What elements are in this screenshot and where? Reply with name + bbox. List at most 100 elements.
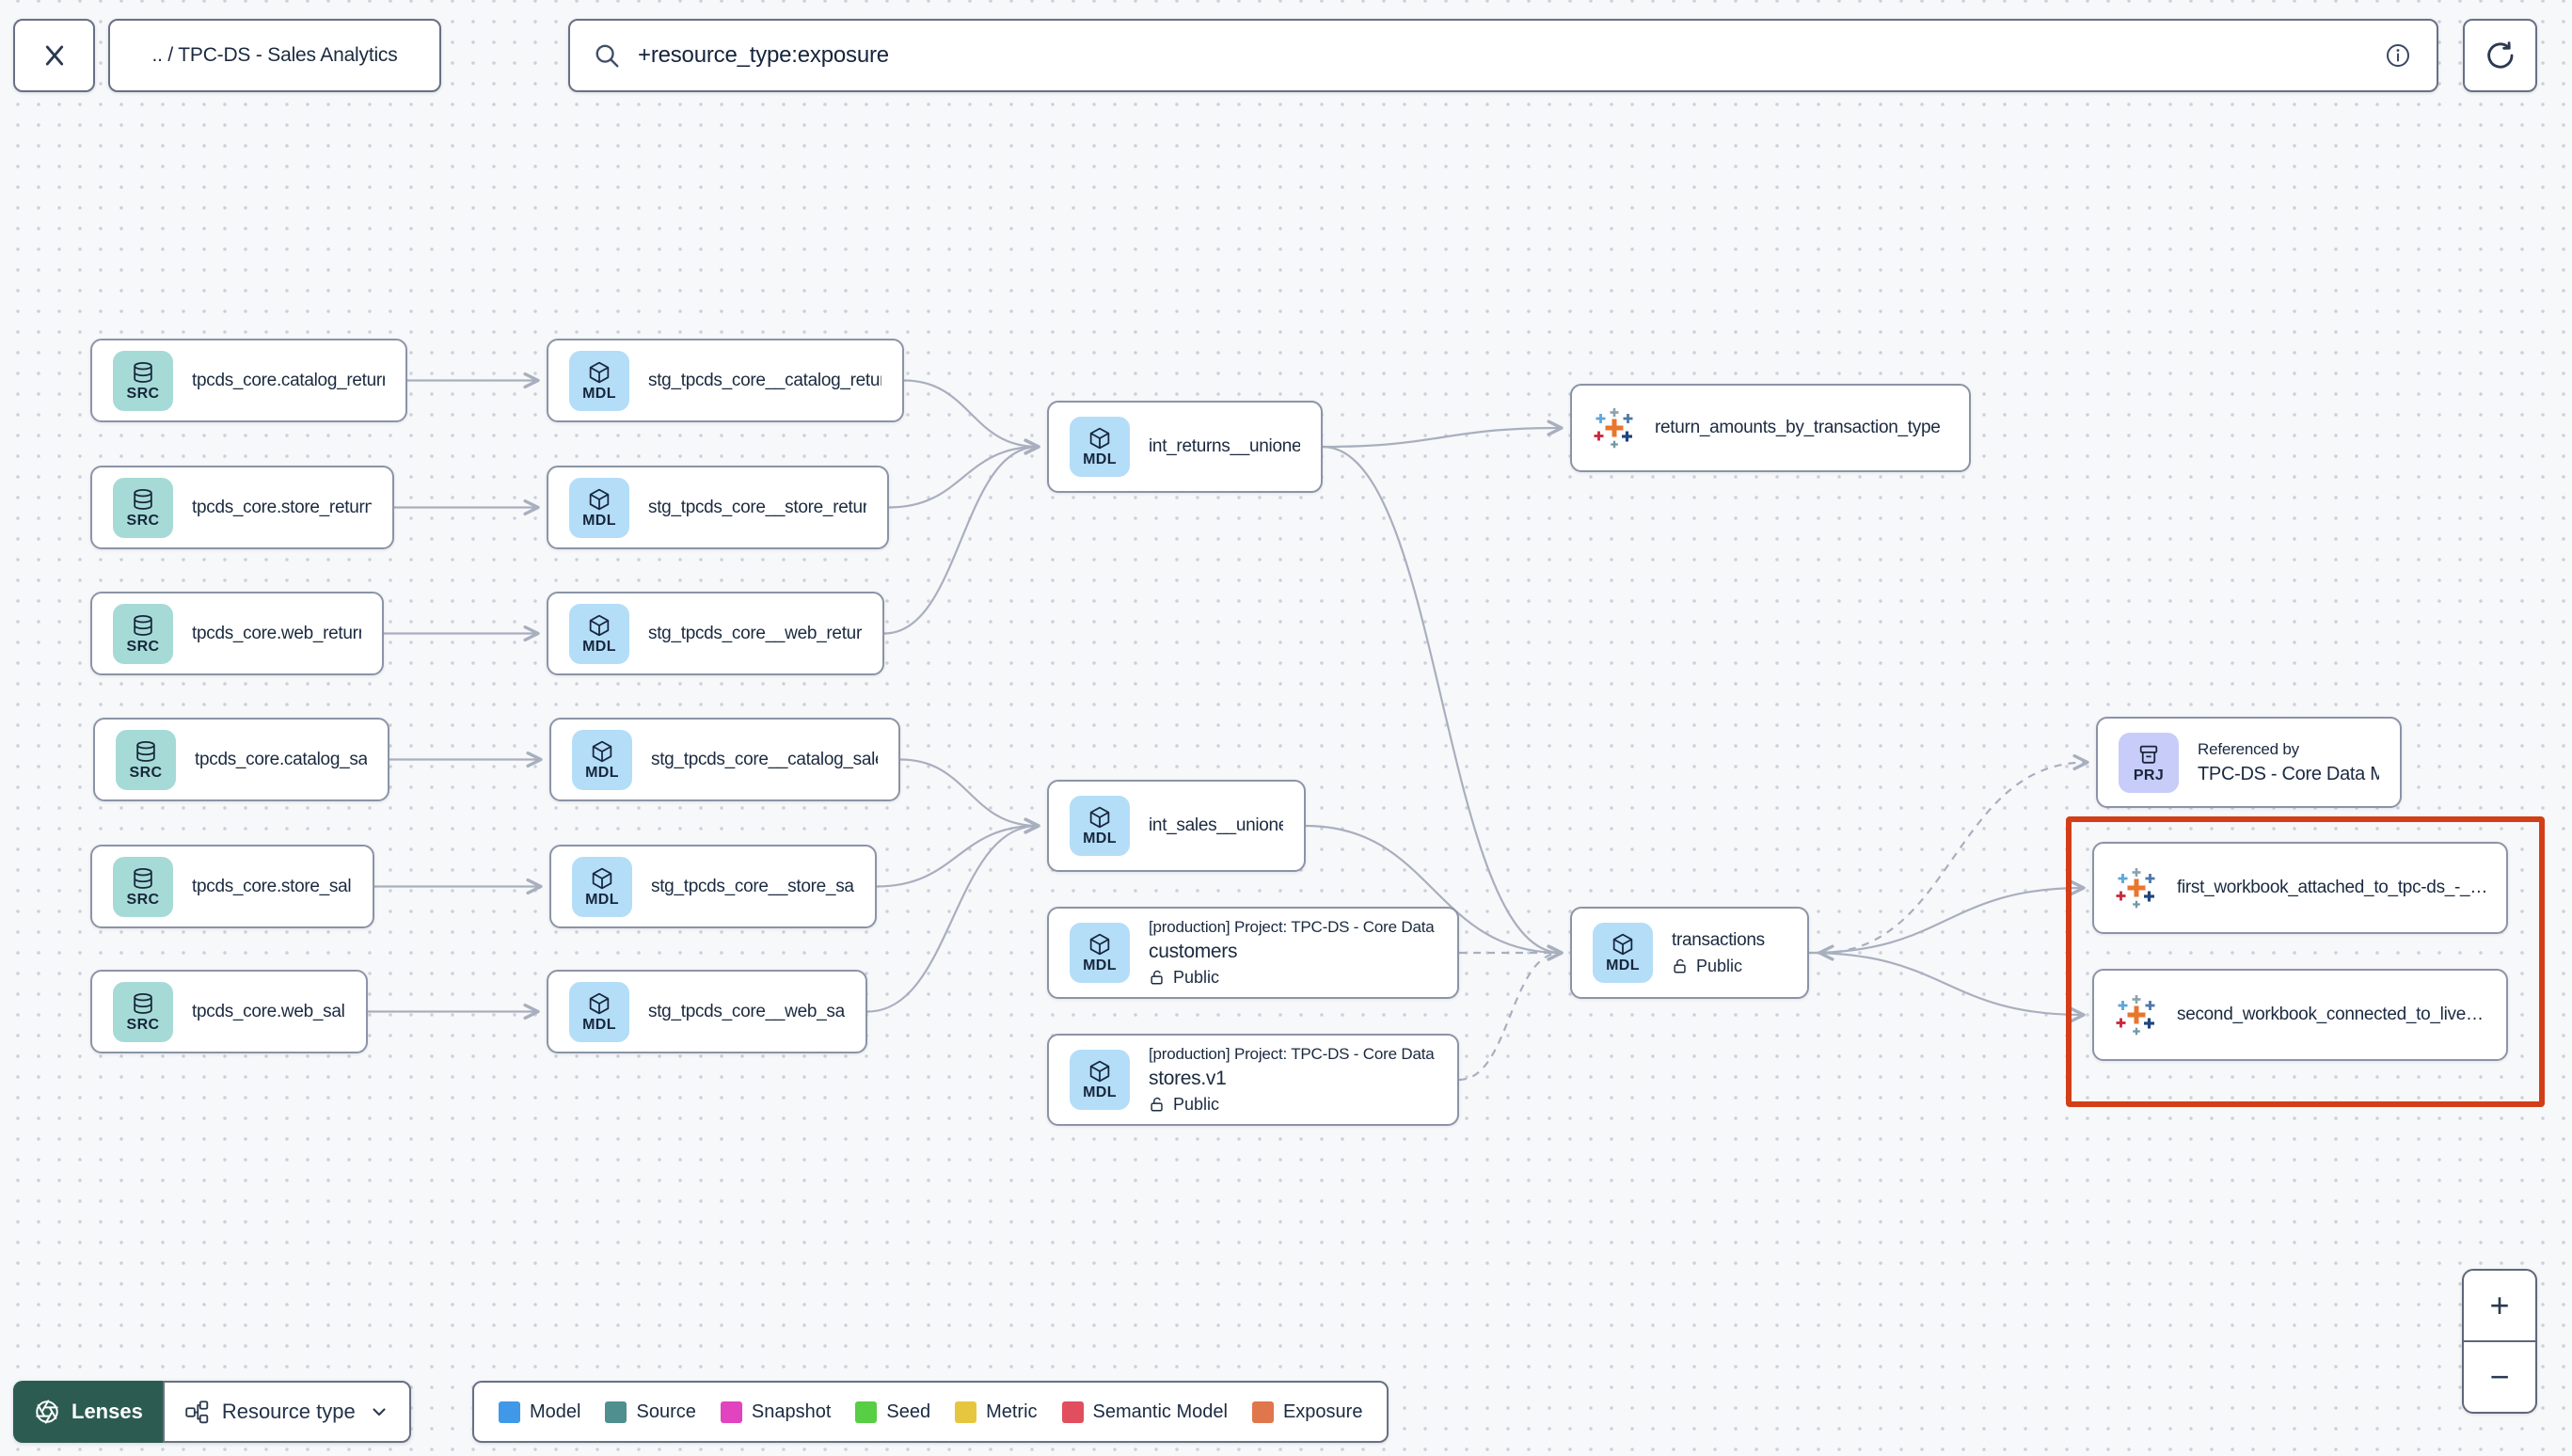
edge-stg_store_returns-int_returns — [888, 438, 1040, 509]
lenses-button[interactable]: Lenses — [13, 1381, 164, 1443]
edge-transactions-exp_first — [1808, 879, 2086, 955]
legend-item-snapshot: Snapshot — [720, 1401, 832, 1423]
edge-stg_catalog_returns-int_returns — [903, 379, 1040, 455]
legend-swatch — [720, 1401, 742, 1423]
chevron-down-icon — [368, 1401, 390, 1423]
zoom-out-button[interactable]: − — [2489, 1357, 2510, 1396]
node-label: int_sales__unioned — [1149, 815, 1283, 835]
node-text: int_sales__unioned — [1149, 813, 1283, 839]
node-label: second_workbook_connected_to_live… — [2177, 1005, 2484, 1024]
tableau-icon — [1593, 406, 1636, 450]
node-label: stg_tpcds_core__store_sales — [651, 876, 854, 896]
source-badge: SRC — [116, 729, 176, 790]
legend-item-seed: Seed — [855, 1401, 930, 1423]
edge-int_returns-transactions — [1322, 445, 1564, 961]
model-badge: MDL — [569, 603, 629, 664]
legend-label: Semantic Model — [1092, 1401, 1228, 1422]
node-text: tpcds_core.web_returns — [192, 621, 361, 647]
zoom-control: + − — [2462, 1269, 2537, 1414]
info-icon[interactable] — [2384, 41, 2412, 70]
node-label: int_returns__unioned — [1149, 436, 1300, 456]
aperture-icon — [34, 1399, 60, 1425]
badge-letters: SRC — [126, 1016, 160, 1033]
node-label: first_workbook_attached_to_tpc-ds_-_… — [2177, 878, 2485, 897]
node-stg_store_returns[interactable]: MDL stg_tpcds_core__store_returns — [547, 466, 889, 549]
legend-swatch — [1251, 1401, 1274, 1423]
node-label: stg_tpcds_core__catalog_returns — [648, 370, 881, 390]
hierarchy-icon — [183, 1399, 210, 1425]
badge-letters: PRJ — [2133, 767, 2165, 783]
model-badge: MDL — [572, 856, 632, 917]
search-bar[interactable] — [568, 19, 2438, 92]
resource-type-selector[interactable]: Resource type — [162, 1381, 411, 1443]
node-exp_first[interactable]: first_workbook_attached_to_tpc-ds_-_… — [2092, 842, 2508, 934]
visibility-label: Public — [1696, 957, 1743, 975]
node-stores[interactable]: MDL[production] Project: TPC-DS - Core D… — [1047, 1034, 1459, 1126]
project-badge: PRJ — [2119, 732, 2179, 793]
legend-label: Seed — [886, 1401, 931, 1422]
edge-transactions-exp_second — [1808, 951, 2086, 1023]
refresh-button[interactable] — [2463, 19, 2537, 92]
node-int_returns[interactable]: MDL int_returns__unioned — [1047, 401, 1323, 493]
node-label: TPC-DS - Core Data Models — [2198, 763, 2379, 784]
model-badge: MDL — [569, 477, 629, 538]
breadcrumb[interactable]: .. / TPC-DS - Sales Analytics — [108, 19, 441, 92]
node-label: stg_tpcds_core__store_returns — [648, 497, 866, 517]
edge-stores-transactions — [1458, 944, 1564, 1082]
legend-swatch — [855, 1401, 878, 1423]
search-input[interactable] — [636, 41, 2371, 70]
badge-letters: MDL — [582, 638, 616, 655]
node-label: transactions — [1672, 930, 1765, 950]
badge-letters: MDL — [582, 512, 616, 529]
node-src_web_returns[interactable]: SRC tpcds_core.web_returns — [90, 592, 384, 675]
unlock-icon — [1672, 957, 1689, 974]
legend-swatch — [605, 1401, 627, 1423]
source-badge: SRC — [113, 856, 173, 917]
close-button[interactable] — [13, 19, 95, 92]
node-text: tpcds_core.catalog_returns — [192, 368, 385, 394]
node-stg_store_sales[interactable]: MDL stg_tpcds_core__store_sales — [549, 845, 877, 928]
model-badge: MDL — [1070, 417, 1130, 477]
node-text: stg_tpcds_core__web_sales — [648, 999, 845, 1025]
node-text: stg_tpcds_core__store_sales — [651, 874, 854, 900]
node-label: stores.v1 — [1149, 1068, 1227, 1089]
node-exp_second[interactable]: second_workbook_connected_to_live… — [2092, 969, 2508, 1061]
node-stg_web_sales[interactable]: MDL stg_tpcds_core__web_sales — [547, 970, 867, 1053]
edge-int_sales-transactions — [1305, 824, 1564, 961]
unlock-icon — [1149, 969, 1166, 986]
node-text: tpcds_core.store_sales — [192, 874, 352, 900]
node-exp_return_amounts[interactable]: return_amounts_by_transaction_type — [1570, 384, 1971, 472]
badge-letters: MDL — [1083, 1084, 1117, 1100]
legend-label: Source — [636, 1401, 696, 1422]
node-src_store_sales[interactable]: SRC tpcds_core.store_sales — [90, 845, 374, 928]
node-text: stg_tpcds_core__store_returns — [648, 495, 866, 521]
badge-letters: MDL — [582, 1016, 616, 1033]
legend-label: Snapshot — [751, 1401, 832, 1422]
close-icon — [40, 40, 70, 71]
node-project-line: [production] Project: TPC-DS - Core Data… — [1149, 918, 1437, 936]
node-customers[interactable]: MDL[production] Project: TPC-DS - Core D… — [1047, 907, 1459, 999]
search-icon — [593, 41, 621, 70]
source-badge: SRC — [113, 603, 173, 664]
badge-letters: SRC — [126, 891, 160, 908]
node-text: tpcds_core.store_returns — [192, 495, 372, 521]
node-visibility: Public — [1149, 965, 1437, 989]
legend-label: Metric — [986, 1401, 1038, 1422]
node-visibility: Public — [1149, 1092, 1437, 1116]
model-badge: MDL — [572, 729, 632, 790]
zoom-in-button[interactable]: + — [2464, 1271, 2535, 1342]
legend-swatch — [499, 1401, 520, 1423]
